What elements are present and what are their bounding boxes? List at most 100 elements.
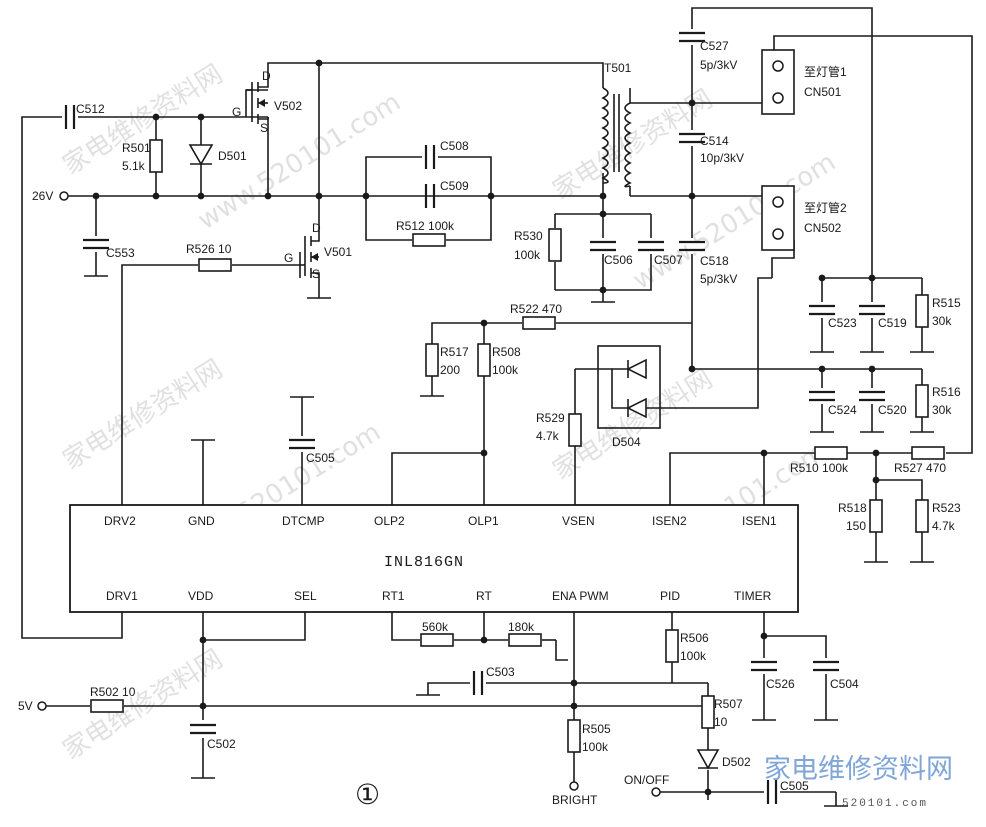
capacitor-label: C527: [700, 39, 729, 53]
resistor-value: 5.1k: [122, 159, 146, 173]
junctions: [92, 59, 880, 796]
resistor-label: R501: [122, 141, 151, 155]
net-onoff: ON/OFF: [624, 773, 669, 787]
resistor-value: 10: [714, 715, 728, 729]
mosfet-s-label: S: [312, 267, 320, 281]
diode-d502: D502: [696, 749, 751, 770]
resistor-value: 4.7k: [932, 519, 956, 533]
capacitor-label: C518: [700, 254, 729, 268]
capacitor-label: C506: [604, 253, 633, 267]
resistor-value: 4.7k: [536, 429, 560, 443]
capacitor-label: C509: [440, 179, 469, 193]
resistor-value: 30k: [932, 403, 952, 417]
diode-bridge-d504: D504: [597, 345, 661, 449]
capacitor-label: C523: [828, 316, 857, 330]
ic-pin-bottom: SEL: [294, 589, 317, 603]
capacitor-label: C503: [486, 665, 515, 679]
resistor-value: 100k: [514, 248, 541, 262]
mosfet-g-label: G: [232, 105, 241, 119]
resistor-label: R518: [838, 501, 867, 515]
ic-pin-bottom: ENA PWM: [552, 589, 609, 603]
resistor-value: 100k: [492, 363, 519, 377]
logo-sub: 520101.com: [842, 798, 928, 810]
capacitors: C512 C553 C508 C509 C527 5p/3kV C514 10p…: [64, 31, 907, 806]
diode-d501: D501: [188, 144, 247, 166]
figure-number: ①: [355, 778, 380, 811]
connector-name: CN502: [804, 221, 842, 235]
diode-label: D502: [722, 755, 751, 769]
mosfet-v502: D G S V502: [232, 69, 302, 135]
resistor-label: R505: [582, 722, 611, 736]
resistor-label: R512 100k: [396, 219, 455, 233]
connector-title: 至灯管1: [804, 64, 847, 79]
resistor-label: R523: [932, 501, 961, 515]
capacitor-label: C508: [440, 139, 469, 153]
capacitor-label: C553: [106, 246, 135, 260]
mosfet-name: V501: [324, 245, 352, 259]
mosfet-name: V502: [274, 99, 302, 113]
connector-cn502: 至灯管2 CN502: [761, 185, 847, 251]
ic-pin-top: VSEN: [562, 514, 595, 528]
mosfet-v501: D G S V501: [284, 221, 352, 281]
capacitor-label: C512: [76, 102, 105, 116]
resistors: R501 5.1k R526 10 R512 100k R530 100k R5…: [90, 139, 961, 754]
terminals: 26V 5V BRIGHT ON/OFF: [18, 189, 669, 807]
resistor-label: R507: [714, 697, 743, 711]
ic-pin-top: ISEN1: [742, 514, 777, 528]
ic-pin-bottom: RT: [476, 589, 492, 603]
mosfet-g-label: G: [284, 251, 293, 265]
net-5v: 5V: [18, 699, 33, 713]
resistor-label: R529: [536, 411, 565, 425]
resistor-value: 180k: [508, 620, 535, 634]
capacitor-label: C514: [700, 134, 729, 148]
mosfet-d-label: D: [312, 221, 321, 235]
resistor-label: R515: [932, 296, 961, 310]
connector-name: CN501: [804, 85, 842, 99]
logo-text: 家电维修资料网: [764, 754, 953, 785]
ic-pin-top: GND: [188, 514, 215, 528]
mosfet-s-label: S: [260, 121, 268, 135]
ic-pin-top: DTCMP: [282, 514, 325, 528]
diode-label: D501: [218, 149, 247, 163]
capacitor-label: C519: [878, 316, 907, 330]
ic-pin-bottom: TIMER: [734, 589, 772, 603]
capacitor-label: C504: [830, 677, 859, 691]
resistor-label: R526 10: [186, 242, 232, 256]
resistor-label: R502 10: [90, 685, 136, 699]
ic-name: INL816GN: [384, 554, 464, 571]
ic-pin-top: DRV2: [104, 514, 136, 528]
ic-pin-bottom: RT1: [382, 589, 405, 603]
capacitor-value: 10p/3kV: [700, 151, 744, 165]
diode-label: D504: [612, 435, 641, 449]
ic-pin-bottom: PID: [660, 589, 680, 603]
resistor-label: R516: [932, 385, 961, 399]
capacitor-label: C526: [766, 677, 795, 691]
resistor-value: 30k: [932, 314, 952, 328]
resistor-label: R522 470: [510, 302, 562, 316]
resistor-value: 560k: [422, 620, 449, 634]
resistor-value: 100k: [680, 649, 707, 663]
capacitor-label: C524: [828, 403, 857, 417]
capacitor-label: C505: [780, 779, 809, 793]
transformer-t501: T501: [601, 61, 632, 196]
ic-pin-bottom: VDD: [188, 589, 214, 603]
resistor-label: R517: [440, 345, 469, 359]
capacitor-value: 5p/3kV: [700, 272, 737, 286]
resistor-label: R510 100k: [790, 461, 849, 475]
transformer-name: T501: [604, 61, 632, 75]
resistor-label: R530: [514, 229, 543, 243]
capacitor-label: C505: [306, 451, 335, 465]
ic-pin-bottom: DRV1: [106, 589, 138, 603]
connector-cn501: 至灯管1 CN501: [761, 49, 847, 115]
resistor-value: 150: [846, 519, 866, 533]
site-logo: 家电维修资料网 520101.com: [764, 754, 953, 810]
capacitor-value: 5p/3kV: [700, 58, 737, 72]
connector-title: 至灯管2: [804, 200, 847, 215]
capacitor-label: C502: [207, 737, 236, 751]
watermark: 家电维修资料网 www.520101.com 家电维修资料网 www.52010…: [58, 59, 841, 766]
net-26v: 26V: [32, 189, 53, 203]
resistor-label: R527 470: [894, 461, 946, 475]
resistor-value: 200: [440, 363, 460, 377]
resistor-value: 100k: [582, 740, 609, 754]
